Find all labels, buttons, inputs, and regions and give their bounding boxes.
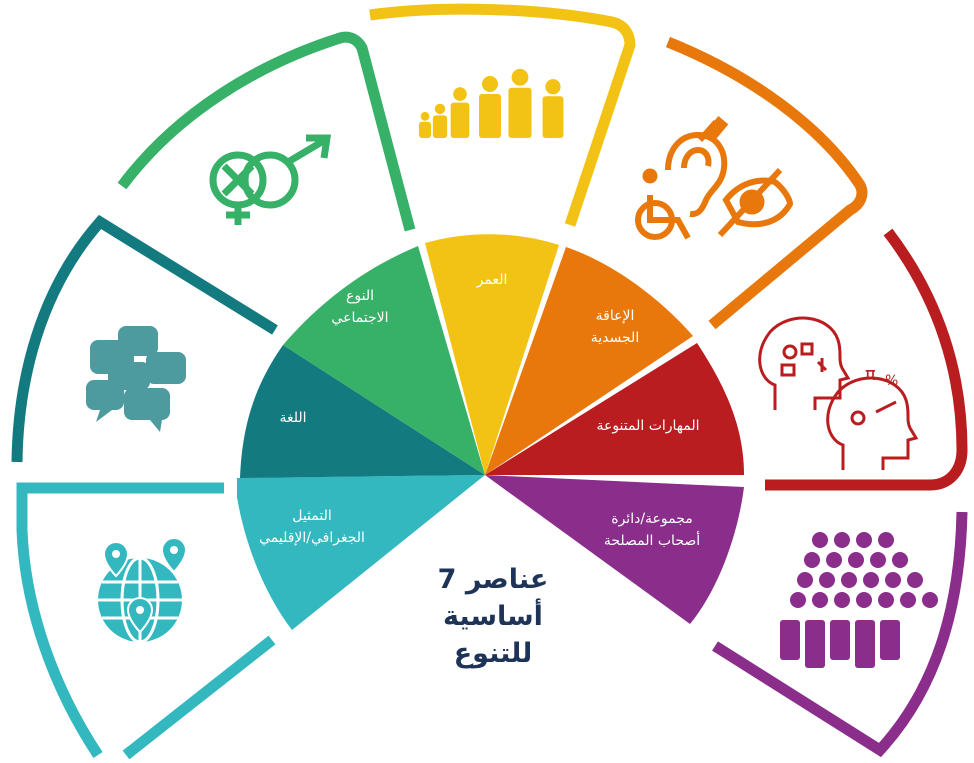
center-title-line-1: 7 عناصر (438, 564, 549, 595)
arc-geographic-tail (122, 635, 276, 760)
crowd-head-10 (797, 572, 813, 588)
outer-arcs (11, 3, 968, 760)
center-title: 7 عناصر أساسية للتنوع (438, 564, 549, 669)
crowd-head-19 (856, 592, 872, 608)
gender-symbols-icon (209, 134, 332, 225)
crowd-head-2 (834, 532, 850, 548)
person-figure-2 (432, 103, 448, 138)
crowd-head-6 (826, 552, 842, 568)
wedge-label-age-1: العمر (476, 272, 508, 288)
wedge-age (425, 234, 559, 475)
crowd-head-14 (885, 572, 901, 588)
person-figure-4 (479, 76, 501, 138)
thinking-heads-icon: π % (758, 316, 919, 470)
person-figure-1 (418, 111, 432, 138)
wedge-label-gender-1: النوع (346, 288, 374, 304)
arc-stakeholders (712, 511, 968, 758)
crowd-head-20 (878, 592, 894, 608)
arc-geographic (16, 482, 224, 759)
crowd-head-12 (841, 572, 857, 588)
wedge-geographic (237, 475, 485, 630)
crowd-head-7 (848, 552, 864, 568)
arc-skills (765, 228, 968, 491)
crowd-head-3 (856, 532, 872, 548)
person-figure-6 (542, 79, 564, 138)
crowd-body-3 (830, 620, 850, 660)
percent-glyph: % (885, 373, 898, 389)
pi-glyph: π (865, 364, 876, 385)
wedge-label-stakeholders-1: مجموعة/دائرة (611, 511, 693, 527)
wedge-label-language-1: اللغة (279, 410, 306, 426)
crowd-head-21 (900, 592, 916, 608)
wedge-label-stakeholders-2: أصحاب المصلحة (604, 531, 700, 549)
crowd-body-2 (805, 620, 825, 668)
speech-bubbles-icon (86, 326, 186, 432)
crowd-head-5 (804, 552, 820, 568)
wedge-skills (485, 343, 744, 475)
wedge-label-disability-1: الإعاقة (596, 308, 635, 324)
wedge-labels: التمثيل الجغرافي/الإقليمي اللغة النوع الاجتم… (259, 272, 700, 549)
crowd-head-17 (812, 592, 828, 608)
disability-icons (635, 116, 794, 240)
crowd-icon (780, 532, 938, 668)
center-title-line-3: للتنوع (454, 638, 533, 669)
globe-pins-icon (98, 537, 188, 644)
crowd-head-22 (922, 592, 938, 608)
crowd-head-8 (870, 552, 886, 568)
person-figure-5 (508, 68, 532, 138)
wedge-label-geographic-2: الجغرافي/الإقليمي (259, 530, 365, 546)
wedge-label-geographic-1: التمثيل (292, 508, 332, 524)
arc-disability (665, 36, 868, 330)
wedge-label-skills-1: المهارات المتنوعة (596, 418, 699, 434)
wedge-label-disability-2: الجسدية (591, 330, 639, 346)
crowd-head-15 (907, 572, 923, 588)
crowd-body-4 (855, 620, 875, 668)
people-ages-icon (418, 68, 564, 138)
wedge-language (240, 345, 485, 478)
person-figure-3 (450, 87, 470, 138)
crowd-head-9 (892, 552, 908, 568)
wedge-label-gender-2: الاجتماعي (331, 310, 388, 326)
crowd-head-4 (878, 532, 894, 548)
crowd-head-13 (863, 572, 879, 588)
center-title-line-2: أساسية (443, 598, 543, 632)
arc-age (369, 3, 636, 227)
arc-gender (117, 31, 416, 232)
wedge-stakeholders (485, 475, 744, 624)
crowd-head-1 (812, 532, 828, 548)
crowd-body-5 (880, 620, 900, 660)
crowd-body-1 (780, 620, 800, 660)
inner-wedges (237, 234, 744, 630)
wedge-disability (485, 247, 693, 475)
arc-language (11, 214, 278, 463)
crowd-head-11 (819, 572, 835, 588)
crowd-head-18 (834, 592, 850, 608)
wedge-gender (283, 246, 485, 475)
crowd-head-16 (790, 592, 806, 608)
